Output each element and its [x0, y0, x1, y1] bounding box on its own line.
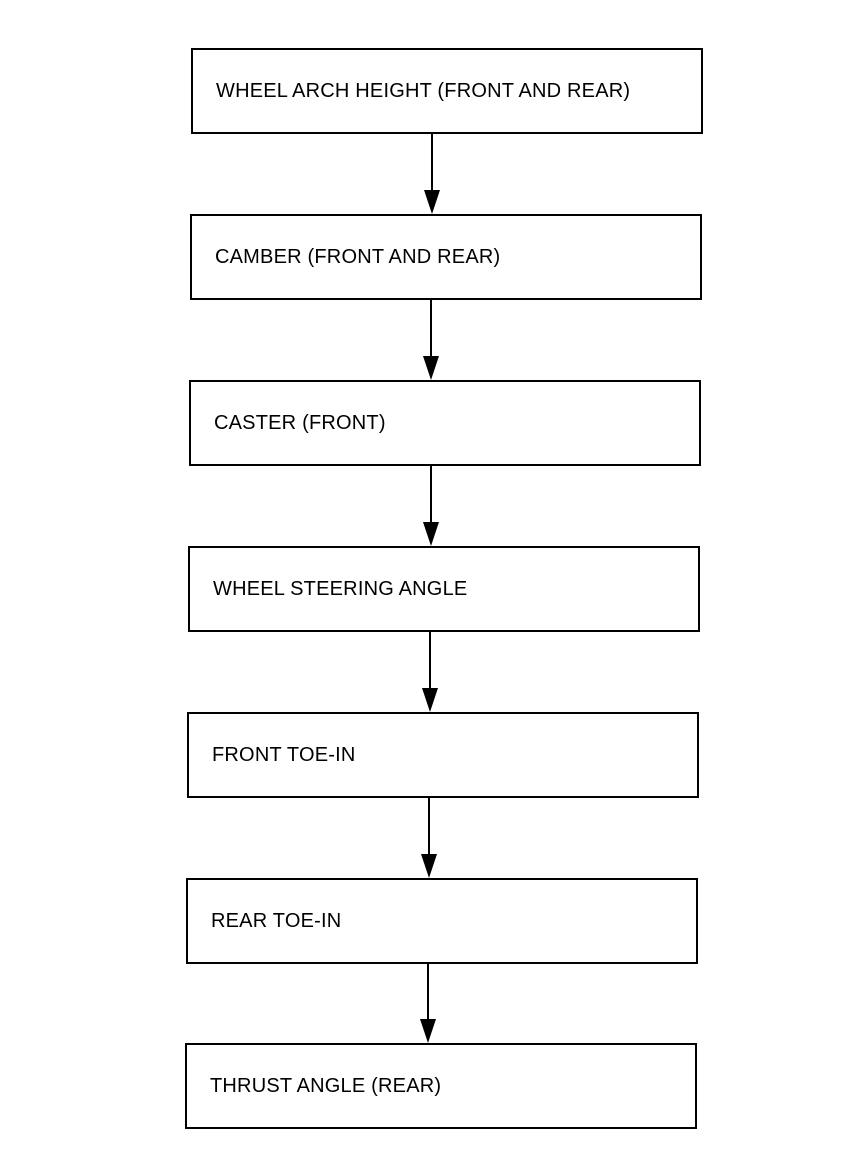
- arrow-connector: [424, 134, 440, 214]
- step-label: CASTER (FRONT): [214, 411, 386, 434]
- arrow-connector: [423, 300, 439, 380]
- step-label: WHEEL STEERING ANGLE: [213, 577, 468, 600]
- step-label: FRONT TOE-IN: [212, 743, 356, 766]
- arrow-connector: [421, 798, 437, 878]
- step-label: CAMBER (FRONT AND REAR): [215, 245, 501, 268]
- arrow-connector: [422, 632, 438, 712]
- step-camber: CAMBER (FRONT AND REAR): [190, 214, 702, 300]
- step-wheel-steering-angle: WHEEL STEERING ANGLE: [188, 546, 700, 632]
- step-label: WHEEL ARCH HEIGHT (FRONT AND REAR): [216, 79, 631, 102]
- arrow-connector: [420, 964, 436, 1043]
- step-thrust-angle: THRUST ANGLE (REAR): [185, 1043, 697, 1129]
- step-wheel-arch-height: WHEEL ARCH HEIGHT (FRONT AND REAR): [191, 48, 703, 134]
- step-label: REAR TOE-IN: [211, 909, 342, 932]
- step-label: THRUST ANGLE (REAR): [210, 1074, 442, 1097]
- step-rear-toe-in: REAR TOE-IN: [186, 878, 698, 964]
- step-caster: CASTER (FRONT): [189, 380, 701, 466]
- arrow-connector: [423, 466, 439, 546]
- step-front-toe-in: FRONT TOE-IN: [187, 712, 699, 798]
